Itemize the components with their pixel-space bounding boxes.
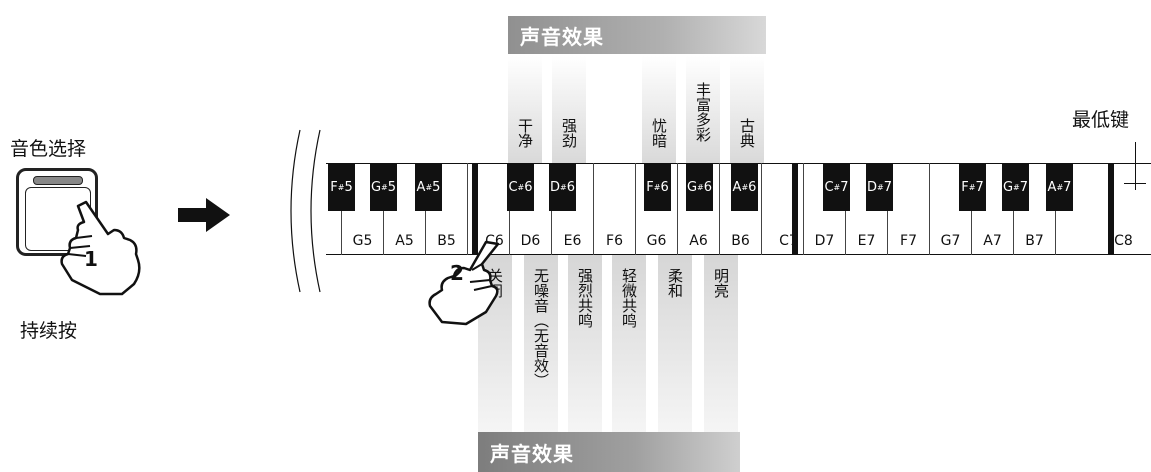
black-key[interactable]: D#6	[549, 163, 576, 211]
white-key[interactable]: B6	[720, 163, 762, 255]
top-item-clean: 干净	[516, 118, 534, 148]
bottom-col-2	[524, 255, 558, 432]
top-col-1	[508, 56, 542, 163]
black-key[interactable]: G#6	[686, 163, 713, 211]
white-key[interactable]: G6	[636, 163, 678, 255]
bottom-item-soft: 柔和	[666, 268, 684, 298]
top-item-dark: 忧暗	[650, 118, 668, 148]
black-key[interactable]: D#7	[866, 163, 893, 211]
black-key[interactable]: C#6	[507, 163, 534, 211]
top-item-strong: 强劲	[560, 118, 578, 148]
black-key[interactable]: F#5	[328, 163, 355, 211]
button-indicator-icon	[33, 176, 83, 185]
white-key[interactable]: B5	[426, 163, 468, 255]
top-col-4	[686, 56, 720, 163]
arrow-right-icon	[178, 198, 230, 232]
bottom-col-4	[612, 255, 646, 432]
top-col-3	[642, 56, 676, 163]
svg-text:1: 1	[84, 247, 98, 271]
bottom-item-light-resonance: 轻微共鸣	[620, 268, 638, 328]
top-col-2	[552, 56, 586, 163]
bottom-col-5	[658, 255, 692, 432]
black-key[interactable]: F#6	[644, 163, 671, 211]
bottom-col-3	[568, 255, 602, 432]
bottom-item-bright: 明亮	[712, 268, 730, 298]
finger-press-c6-icon: 2	[428, 240, 500, 326]
black-key[interactable]: G#5	[370, 163, 397, 211]
black-key[interactable]: C#7	[823, 163, 850, 211]
octave-marker-c7	[792, 163, 798, 255]
black-key[interactable]: A#7	[1046, 163, 1073, 211]
black-key[interactable]: F#7	[959, 163, 986, 211]
bottom-col-6	[704, 255, 738, 432]
bottom-item-strong-resonance: 强烈共鸣	[576, 268, 594, 328]
white-key[interactable]: A6	[678, 163, 720, 255]
keyboard-break-icon	[290, 129, 321, 293]
white-key[interactable]: E6	[552, 163, 594, 255]
bottom-item-noiseless: 无噪音（无音效）	[532, 268, 550, 388]
lowest-key-label: 最低键	[1072, 109, 1130, 131]
black-key[interactable]: G#7	[1002, 163, 1029, 211]
hold-label: 持续按	[20, 320, 78, 342]
top-col-5	[730, 56, 764, 163]
bottom-sound-effect-title: 声音效果	[478, 432, 740, 472]
octave-marker-c6	[472, 163, 478, 255]
svg-text:2: 2	[450, 261, 464, 285]
tone-select-label: 音色选择	[10, 138, 87, 160]
piano-keyboard: G5 A5 B5 C6 D6 E6 F6 G6 A6 B6 C7 D7 E7 F…	[326, 163, 1151, 255]
top-item-classic: 古典	[738, 118, 756, 148]
white-key[interactable]: C8	[1114, 233, 1133, 249]
lowest-key-marker	[1108, 163, 1114, 255]
top-sound-effect-title: 声音效果	[508, 16, 766, 54]
white-key[interactable]: F6	[594, 163, 636, 255]
black-key[interactable]: A#6	[731, 163, 758, 211]
black-key[interactable]: A#5	[415, 163, 442, 211]
finger-press-icon: 1	[60, 200, 141, 296]
top-item-rich: 丰富多彩	[694, 82, 712, 142]
white-key[interactable]: F7	[888, 163, 930, 255]
lowest-key-pointer	[1135, 142, 1136, 190]
